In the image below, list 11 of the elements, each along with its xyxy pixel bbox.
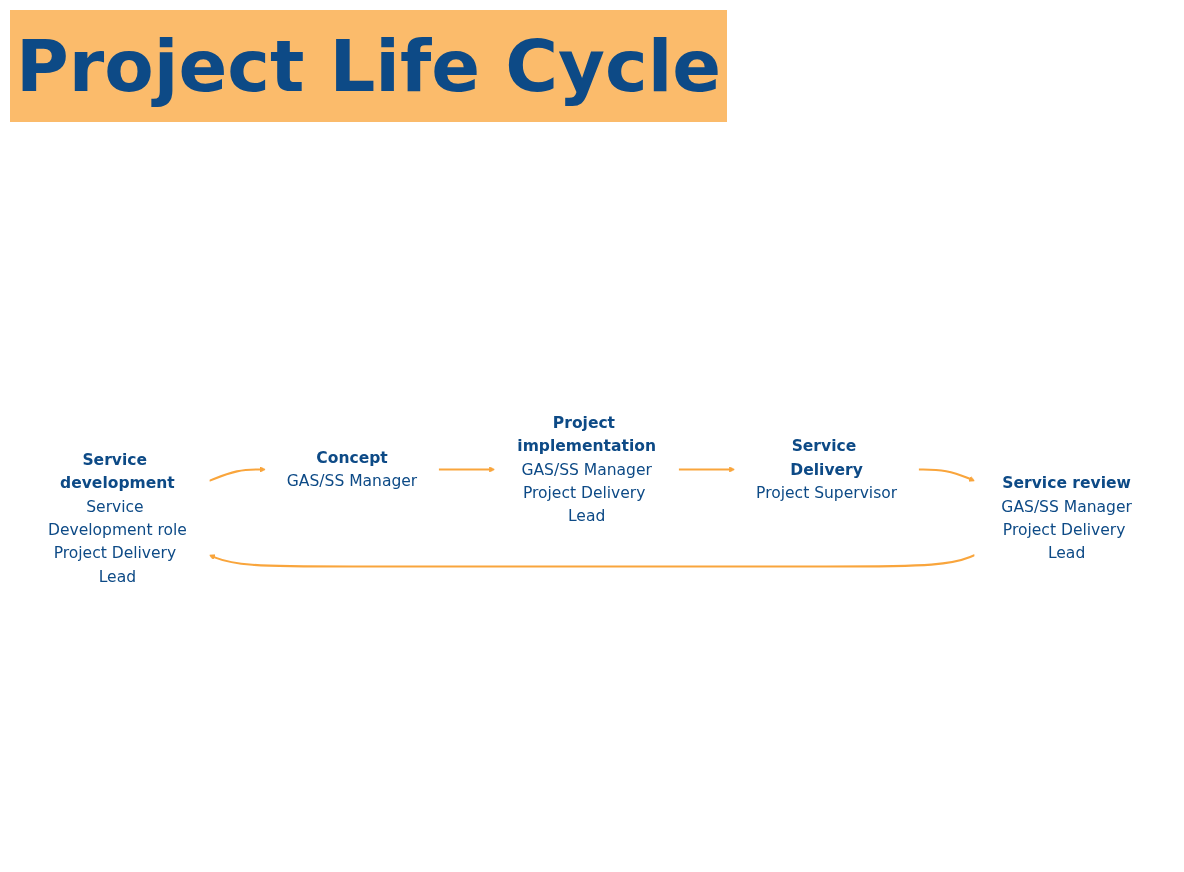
title: Project Life Cycle — [10, 10, 728, 122]
node-text: Project implementation GAS/SS Manager Project Delivery Lead — [517, 414, 656, 526]
node-text: Concept GAS/SS Manager — [286, 449, 418, 491]
node-text: Service review GAS/SS Manager Project Delivery Lead — [1001, 474, 1132, 563]
node-text: Service Delivery Project Supervisor — [756, 437, 898, 503]
arrow — [208, 554, 976, 568]
arrow — [918, 468, 976, 483]
arrow — [678, 466, 736, 473]
arrow — [438, 466, 496, 473]
arrow — [208, 466, 266, 483]
node-text: Service development Service Development role Project Delivery Lead — [47, 451, 187, 586]
